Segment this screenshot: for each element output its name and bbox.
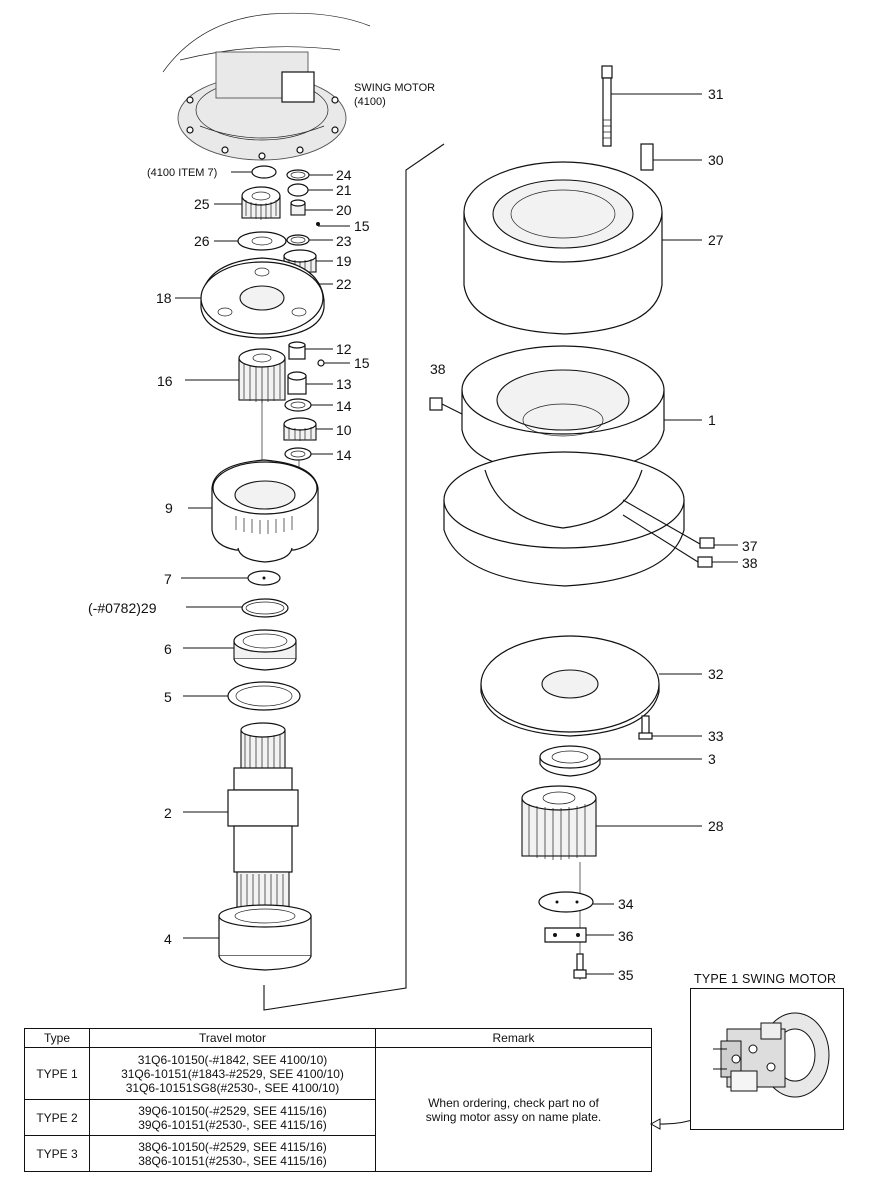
callout-20: 20 — [336, 202, 352, 218]
table-row: TYPE 3 38Q6-10150(-#2529, SEE 4115/16) 3… — [24, 1135, 652, 1172]
callout-22: 22 — [336, 276, 352, 292]
travel-motor-line: 39Q6-10150(-#2529, SEE 4115/16) — [138, 1103, 327, 1118]
callout-16: 16 — [157, 373, 173, 389]
type1-motor-image — [690, 988, 844, 1130]
callout-15a: 15 — [354, 218, 370, 234]
left-parts: (4100 ITEM 7) 24 21 20 15 25 26 23 — [88, 165, 370, 971]
callout-32: 32 — [708, 666, 724, 682]
travel-motor-line: 31Q6-10151SG8(#2530-, SEE 4100/10) — [125, 1080, 340, 1095]
callout-5: 5 — [164, 689, 172, 705]
callout-30: 30 — [708, 152, 724, 168]
callout-15b: 15 — [354, 355, 370, 371]
callout-38a: 38 — [430, 361, 446, 377]
table-cell-travel-motor: 38Q6-10150(-#2529, SEE 4115/16) 38Q6-101… — [89, 1135, 376, 1172]
callout-19: 19 — [336, 253, 352, 269]
right-parts: 31 30 27 38 1 37 38 — [429, 65, 758, 983]
swing-motor-sketch: SWING MOTOR (4100) — [162, 12, 435, 161]
table-cell-type: TYPE 2 — [24, 1099, 90, 1136]
type1-caption: TYPE 1 SWING MOTOR — [694, 972, 837, 986]
callout-31: 31 — [708, 86, 724, 102]
callout-2: 2 — [164, 805, 172, 821]
callout-35: 35 — [618, 967, 634, 983]
callout-12: 12 — [336, 341, 352, 357]
callout-13: 13 — [336, 376, 352, 392]
travel-motor-line: 39Q6-10151(#2530-, SEE 4115/16) — [138, 1117, 327, 1132]
callout-6: 6 — [164, 641, 172, 657]
callout-28: 28 — [708, 818, 724, 834]
callout-26: 26 — [194, 233, 210, 249]
callout-29: (-#0782)29 — [88, 600, 157, 616]
callout-3: 3 — [708, 751, 716, 767]
callout-37: 37 — [742, 538, 758, 554]
callout-9: 9 — [165, 500, 173, 516]
table-header-type: Type — [24, 1028, 90, 1048]
swing-motor-ref: (4100) — [354, 96, 386, 108]
table-row: TYPE 2 39Q6-10150(-#2529, SEE 4115/16) 3… — [24, 1099, 652, 1136]
table-cell-remark: When ordering, check part no of swing mo… — [375, 1047, 652, 1172]
callout-36: 36 — [618, 928, 634, 944]
table-row: TYPE 1 31Q6-10150(-#1842, SEE 4100/10) 3… — [24, 1047, 652, 1172]
callout-33: 33 — [708, 728, 724, 744]
table-cell-travel-motor: 39Q6-10150(-#2529, SEE 4115/16) 39Q6-101… — [89, 1099, 376, 1136]
travel-motor-line: 38Q6-10150(-#2529, SEE 4115/16) — [138, 1139, 327, 1154]
table-cell-type: TYPE 1 — [24, 1047, 90, 1100]
travel-motor-line: 31Q6-10150(-#1842, SEE 4100/10) — [137, 1052, 328, 1067]
remark-line: swing motor assy on name plate. — [425, 1109, 602, 1124]
callout-24: 24 — [336, 167, 352, 183]
table-header-remark: Remark — [375, 1028, 652, 1048]
callout-14a: 14 — [336, 398, 352, 414]
callout-10: 10 — [336, 422, 352, 438]
travel-motor-line: 31Q6-10151(#1843-#2529, SEE 4100/10) — [121, 1066, 344, 1081]
callout-14b: 14 — [336, 447, 352, 463]
ref-item-label: (4100 ITEM 7) — [147, 167, 217, 179]
remark-line: When ordering, check part no of — [428, 1095, 599, 1110]
assembly-connector-line — [263, 143, 445, 1011]
callout-21: 21 — [336, 182, 352, 198]
table-cell-travel-motor: 31Q6-10150(-#1842, SEE 4100/10) 31Q6-101… — [89, 1047, 376, 1100]
callout-4: 4 — [164, 931, 172, 947]
callout-25: 25 — [194, 196, 210, 212]
table-header-travel-motor: Travel motor — [89, 1028, 376, 1048]
parts-table: Type Travel motor Remark TYPE 1 31Q6-101… — [24, 1028, 652, 1172]
table-cell-type: TYPE 3 — [24, 1135, 90, 1172]
callout-7: 7 — [164, 571, 172, 587]
callout-34: 34 — [618, 896, 634, 912]
callout-27: 27 — [708, 232, 724, 248]
callout-38b: 38 — [742, 555, 758, 571]
callout-18: 18 — [156, 290, 172, 306]
callout-1: 1 — [708, 412, 716, 428]
callout-23: 23 — [336, 233, 352, 249]
travel-motor-line: 38Q6-10151(#2530-, SEE 4115/16) — [138, 1153, 327, 1168]
swing-motor-label: SWING MOTOR — [354, 82, 435, 94]
